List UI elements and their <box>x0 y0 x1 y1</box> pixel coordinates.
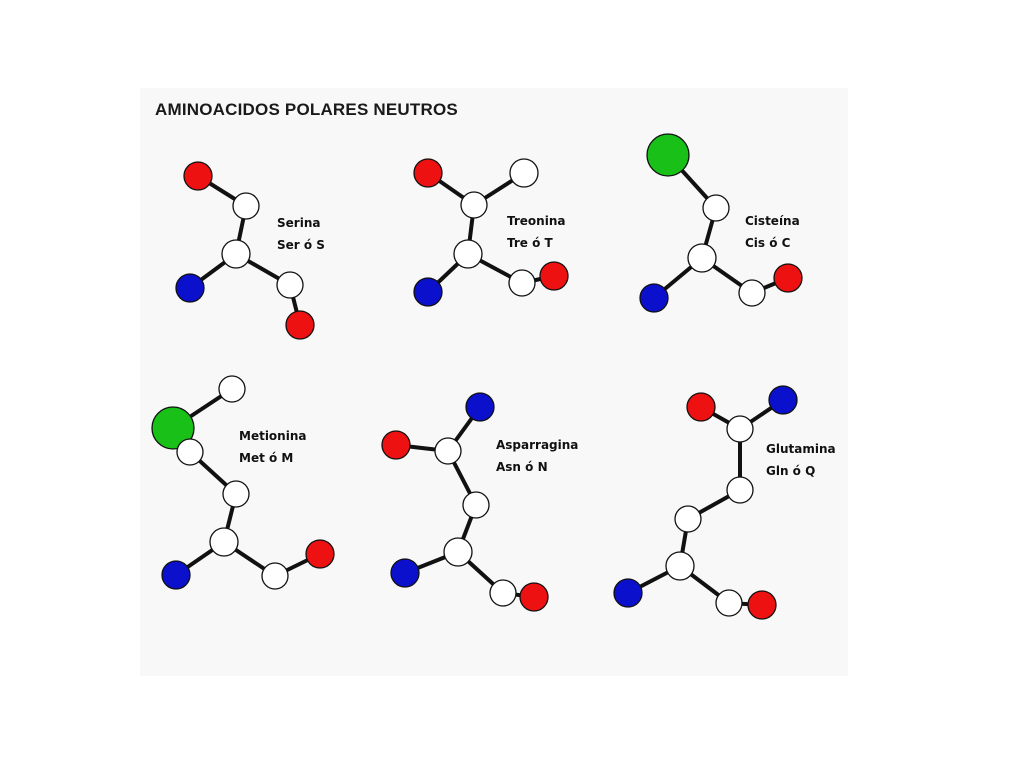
carbon-atom-amide <box>726 415 754 443</box>
carbon-atom-alpha <box>665 551 695 581</box>
carbon-atom-methyl <box>509 158 539 188</box>
carbon-atom <box>222 480 250 508</box>
carbon-atom-carboxyl <box>276 271 304 299</box>
oxygen-atom <box>747 590 777 620</box>
nitrogen-atom-amide <box>465 392 495 422</box>
nitrogen-atom <box>413 277 443 307</box>
amino-acid-code: Asn ó N <box>496 460 548 474</box>
carbon-atom <box>462 491 490 519</box>
oxygen-atom <box>686 392 716 422</box>
oxygen-atom <box>183 161 213 191</box>
sulfur-atom <box>646 133 690 177</box>
carbon-atom-alpha <box>209 527 239 557</box>
oxygen-atom <box>539 261 569 291</box>
carbon-atom-carboxyl <box>715 589 743 617</box>
carbon-atom <box>726 476 754 504</box>
amino-acid-name: Asparragina <box>496 438 579 452</box>
amino-acid-code: Met ó M <box>239 451 294 465</box>
carbon-atom <box>702 194 730 222</box>
nitrogen-atom <box>161 560 191 590</box>
oxygen-atom <box>413 158 443 188</box>
molecule-cisteina <box>639 133 803 313</box>
amino-acid-code: Cis ó C <box>745 236 791 250</box>
molecule-serina <box>175 161 315 340</box>
carbon-atom-carboxyl <box>508 269 536 297</box>
amino-acid-name: Glutamina <box>766 442 836 456</box>
label-asparragina: Asparragina Asn ó N <box>496 434 578 478</box>
molecule-metionina <box>151 375 335 590</box>
carbon-atom-carboxyl <box>489 579 517 607</box>
nitrogen-atom <box>175 273 205 303</box>
diagram-panel <box>140 88 848 676</box>
oxygen-atom <box>381 430 411 460</box>
amino-acid-code: Tre ó T <box>507 236 553 250</box>
molecule-asparragina <box>381 392 549 612</box>
carbon-atom <box>674 505 702 533</box>
amino-acid-code: Gln ó Q <box>766 464 816 478</box>
label-glutamina: Glutamina Gln ó Q <box>766 438 836 482</box>
amino-acid-name: Treonina <box>507 214 566 228</box>
amino-acid-name: Metionina <box>239 429 307 443</box>
carbon-atom-carboxyl <box>738 279 766 307</box>
carbon-atom-alpha <box>221 239 251 269</box>
nitrogen-atom-amide <box>768 385 798 415</box>
carbon-atom-alpha <box>453 239 483 269</box>
oxygen-atom <box>305 539 335 569</box>
diagram-title: AMINOACIDOS POLARES NEUTROS <box>155 100 458 119</box>
carbon-atom-alpha <box>687 243 717 273</box>
nitrogen-atom <box>390 558 420 588</box>
carbon-atom-carboxyl <box>261 562 289 590</box>
label-serina: Serina Ser ó S <box>277 212 325 256</box>
molecule-glutamina <box>613 385 798 620</box>
carbon-atom-methyl <box>218 375 246 403</box>
carbon-atom-alpha <box>443 537 473 567</box>
carbon-atom <box>460 191 488 219</box>
amino-acid-name: Serina <box>277 216 321 230</box>
bonds <box>626 398 785 607</box>
molecule-treonina <box>413 158 569 307</box>
amino-acid-name: Cisteína <box>745 214 800 228</box>
oxygen-atom <box>519 582 549 612</box>
carbon-atom-amide <box>434 437 462 465</box>
label-treonina: Treonina Tre ó T <box>507 210 565 254</box>
label-metionina: Metionina Met ó M <box>239 425 306 469</box>
label-cisteina: Cisteína Cis ó C <box>745 210 800 254</box>
oxygen-atom <box>773 263 803 293</box>
carbon-atom <box>176 438 204 466</box>
carbon-atom <box>232 192 260 220</box>
amino-acid-code: Ser ó S <box>277 238 325 252</box>
bonds <box>171 387 322 578</box>
nitrogen-atom <box>639 283 669 313</box>
oxygen-atom <box>285 310 315 340</box>
sulfur-atom <box>151 406 195 450</box>
nitrogen-atom <box>613 578 643 608</box>
